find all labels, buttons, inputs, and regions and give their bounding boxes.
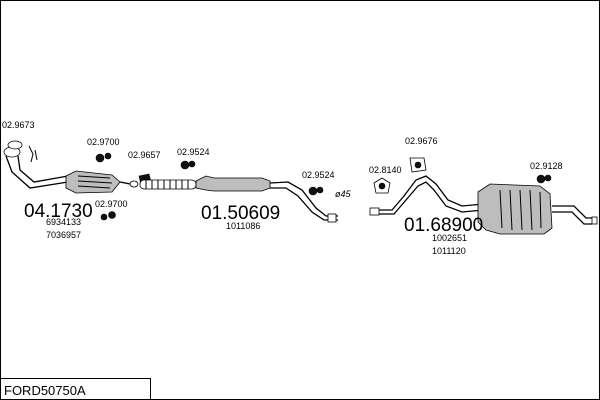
- catalyst-ribs: [77, 175, 113, 189]
- assembly-centre: 01.50609 1011086: [201, 203, 280, 231]
- rear-pipe-lower: [379, 181, 485, 215]
- oem-reference: 7036957: [46, 230, 81, 240]
- clamp-ring-icon: [129, 180, 139, 188]
- assembly-code: 01.68900: [404, 215, 483, 236]
- rear-silencer-section: [369, 175, 598, 235]
- flex-pipe-corrugation: [145, 180, 189, 189]
- front-pipe-with-catalyst: [3, 145, 131, 194]
- centre-silencer: [195, 175, 271, 192]
- rubber-mount-icon: [180, 160, 190, 170]
- catalyst-outlet: [119, 181, 131, 185]
- rubber-mount-icon: [104, 152, 112, 160]
- fitting-code: 02.9700: [87, 137, 120, 147]
- downpipe-inner: [17, 155, 69, 183]
- centre-tailpipe-lower: [270, 187, 338, 221]
- rubber-mount-icon: [188, 160, 196, 168]
- fitting-icons-middle: [308, 186, 324, 196]
- rubber-mount-icon: [536, 174, 546, 184]
- rubber-mount-icon: [95, 153, 105, 163]
- rear-silencer: [477, 183, 553, 235]
- coupler-sleeve: [369, 207, 380, 216]
- assembly-rear: 01.68900 1002651 1011120: [404, 215, 483, 256]
- downpipe-outer: [5, 155, 69, 189]
- rubber-mount-icon: [100, 213, 108, 221]
- assembly-code: 04.1730: [24, 201, 93, 222]
- centre-silencer-section: [139, 175, 338, 223]
- title-box: FORD50750A: [0, 378, 151, 400]
- rubber-mount-icon: [108, 211, 116, 219]
- fitting-code: 02.8140: [369, 165, 402, 175]
- tailpipe: [552, 205, 592, 225]
- oem-reference: 1002651: [432, 233, 467, 243]
- sensor-bracket-icon: [28, 145, 38, 163]
- fitting-code: 02.9524: [302, 170, 335, 180]
- gasket-hole-icon: [414, 161, 422, 169]
- title-box-label: FORD50750A: [4, 383, 86, 398]
- tailpipe-tip: [591, 216, 598, 225]
- oem-reference: 1011120: [432, 246, 466, 256]
- oem-reference: 1011086: [226, 221, 260, 231]
- fitting-code: 02.9524: [177, 147, 210, 157]
- fitting-labels: 02.9673 02.9700 02.9657 02.9524 02.9700 …: [2, 120, 563, 209]
- rear-pipe-upper: [379, 175, 485, 211]
- rear-silencer-ribs: [499, 189, 542, 231]
- oem-reference: 6934133: [46, 217, 81, 227]
- rubber-mount-icon: [316, 186, 324, 194]
- assembly-code: 01.50609: [201, 203, 280, 224]
- fitting-code: 02.9128: [530, 161, 563, 171]
- fitting-code: 02.9657: [128, 150, 161, 160]
- rubber-mount-icon: [308, 186, 318, 196]
- fitting-icons-rear: [373, 157, 552, 194]
- gasket-icon: [7, 140, 23, 150]
- fitting-code: 02.9673: [2, 120, 35, 130]
- pipe-end-sleeve: [327, 213, 337, 223]
- rubber-mount-icon: [544, 174, 552, 182]
- fitting-code: 02.9676: [405, 136, 438, 146]
- pipe-diameter-label: ø45: [335, 189, 352, 199]
- fitting-code: 02.9700: [95, 199, 128, 209]
- hanger-bolt-icon: [378, 182, 386, 190]
- assembly-front: 04.1730 6934133 7036957: [24, 201, 93, 240]
